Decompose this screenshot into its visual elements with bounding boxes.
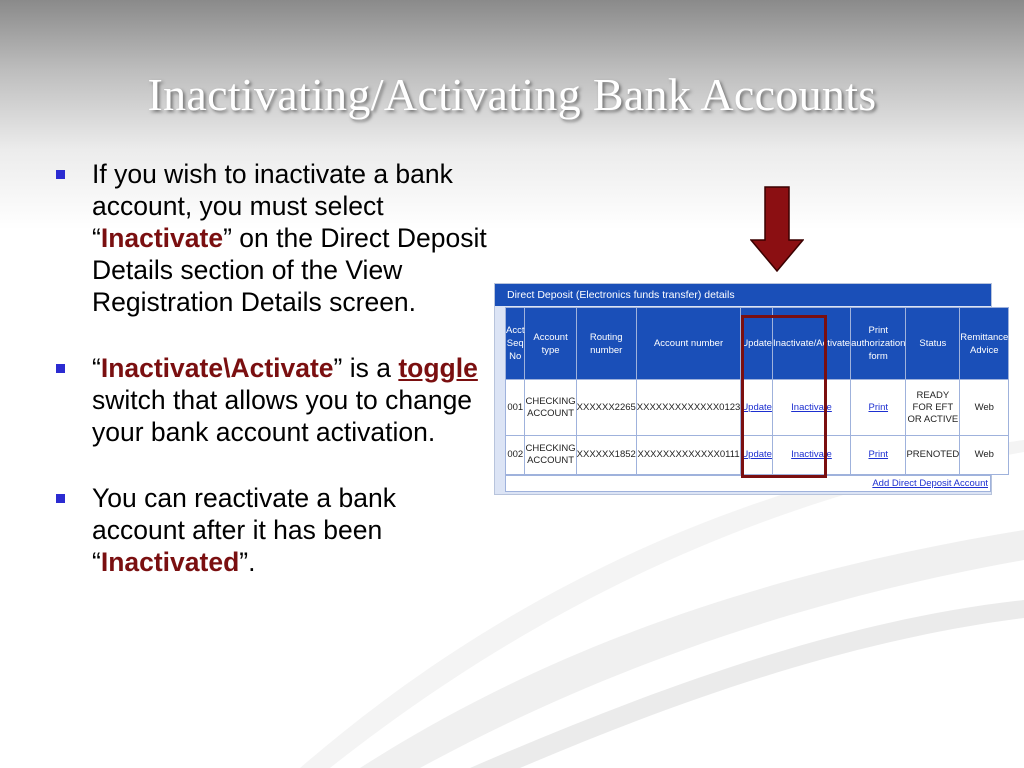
slide-title: Inactivating/Activating Bank Accounts <box>147 69 877 120</box>
bullet-2-text-mid: ” is a <box>333 353 399 383</box>
down-arrow-icon <box>750 186 804 272</box>
col-account-number: Account number <box>635 307 742 380</box>
bullet-1-text-end: ” on the Direct Deposit Details section … <box>92 223 487 317</box>
cell-type: CHECKING ACCOUNT <box>524 379 577 436</box>
bullet-list: If you wish to inactivate a bank account… <box>52 158 492 612</box>
cell-seq: 001 <box>504 379 526 436</box>
table-header-row: Acct Seq No Account type Routing number … <box>504 307 1010 380</box>
col-print-authorization: Print authorization form <box>850 307 907 380</box>
print-link[interactable]: Print <box>868 449 889 460</box>
direct-deposit-table: Acct Seq No Account type Routing number … <box>504 307 1010 475</box>
col-status: Status <box>905 307 961 380</box>
col-inactivate-activate: Inactivate/Activate <box>771 307 852 380</box>
bullet-3-emphasis: Inactivated <box>100 547 240 577</box>
cell-account: XXXXXXXXXXXXX0123 <box>635 379 742 436</box>
square-bullet-icon <box>56 494 65 503</box>
col-routing-number: Routing number <box>575 307 637 380</box>
bullet-3-text: You can reactivate a bank account after … <box>92 483 396 577</box>
cell-remittance: Web <box>959 379 1010 436</box>
col-account-type: Account type <box>524 307 577 380</box>
cell-seq: 002 <box>504 435 526 475</box>
bullet-item-2: “Inactivate\Activate” is a toggle switch… <box>52 352 492 448</box>
cell-account: XXXXXXXXXXXXX0111 <box>635 435 742 475</box>
cell-status: READY FOR EFT OR ACTIVE <box>905 379 961 436</box>
bullet-1-text: If you wish to inactivate a bank account… <box>92 159 453 253</box>
update-link[interactable]: Update <box>741 401 772 413</box>
col-update: Update <box>740 307 773 380</box>
direct-deposit-header: Direct Deposit (Electronics funds transf… <box>495 284 991 306</box>
square-bullet-icon <box>56 364 65 373</box>
update-link[interactable]: Update <box>741 449 772 460</box>
bullet-item-1: If you wish to inactivate a bank account… <box>52 158 492 318</box>
bullet-item-3: You can reactivate a bank account after … <box>52 482 492 578</box>
square-bullet-icon <box>56 170 65 179</box>
inactivate-link[interactable]: Inactivate <box>791 449 832 460</box>
bullet-2-text: “ <box>92 353 101 383</box>
cell-routing: XXXXXX2265 <box>575 379 637 436</box>
cell-type: CHECKING ACCOUNT <box>524 435 577 475</box>
col-acct-seq: Acct Seq No <box>504 307 526 380</box>
bullet-1-emphasis: Inactivate <box>100 223 224 253</box>
highlight-box <box>741 315 827 478</box>
bullet-2-text-end: switch that allows you to change your ba… <box>92 385 473 447</box>
bullet-3-text-end: ”. <box>239 547 256 577</box>
table-row: 001 CHECKING ACCOUNT XXXXXX2265 XXXXXXXX… <box>504 379 1010 436</box>
col-remittance-advice: Remittance Advice <box>959 307 1010 380</box>
print-link[interactable]: Print <box>868 401 889 413</box>
inactivate-link[interactable]: Inactivate <box>791 401 832 413</box>
cell-status: PRENOTED <box>905 435 961 475</box>
cell-remittance: Web <box>959 435 1010 475</box>
cell-routing: XXXXXX1852 <box>575 435 637 475</box>
add-direct-deposit-account-link[interactable]: Add Direct Deposit Account <box>872 478 988 489</box>
bullet-2-emphasis: Inactivate\Activate <box>100 353 334 383</box>
bullet-2-emphasis-toggle: toggle <box>398 353 478 383</box>
table-row: 002 CHECKING ACCOUNT XXXXXX1852 XXXXXXXX… <box>504 435 1010 475</box>
